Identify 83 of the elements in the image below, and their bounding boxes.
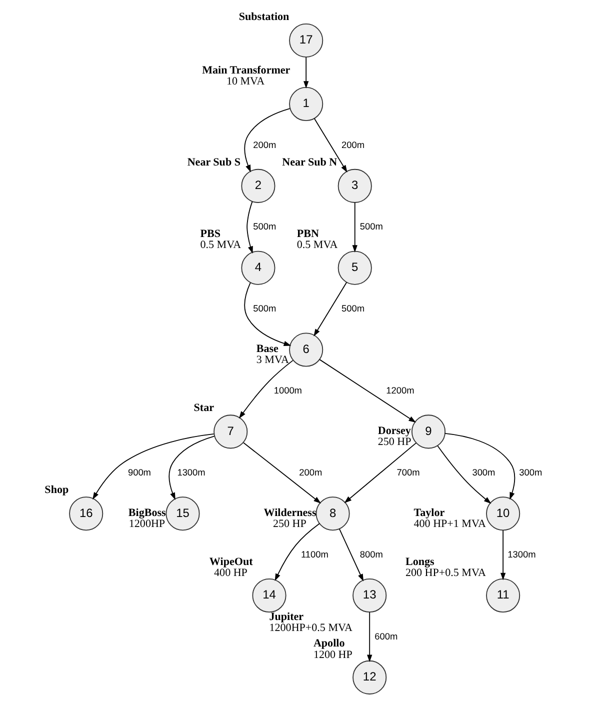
edge-label: 200m [253,140,276,150]
edge-label: 500m [360,222,383,232]
node-label: 0.5 MVA [200,239,242,252]
node-label: 400 HP [214,566,248,579]
node-label: Shop [44,484,69,496]
node-label: 1200HP+0.5 MVA [269,622,353,634]
edge-label: 1200m [386,386,414,396]
arrow [168,436,215,500]
edge-label: 200m [299,467,322,478]
edge-label: 500m [253,222,276,232]
arrow [338,528,364,582]
node-label: Near Sub N [282,156,338,168]
node-circle: 12 [352,660,387,694]
node-label: Taylor [414,507,445,520]
edge-label: 800m [360,549,383,560]
arrow [304,56,309,88]
edge-label: 500m [342,304,365,314]
node-label: BigBoss [128,507,166,520]
node-label: Substation [238,10,290,23]
edge-label: 1300m [177,467,206,478]
node-label: Jupiter [269,611,304,624]
node-circle: 15 [166,496,200,531]
arrow [437,445,492,504]
edge-label: 500m [253,304,276,314]
arrow [92,434,214,500]
node-circle: 1 [289,87,324,122]
node-circle: 8 [316,496,350,531]
arrow [344,442,416,504]
node-label: Dorsey [378,425,411,438]
node-circle: 4 [241,250,276,285]
node-label: PBS [200,228,220,240]
node-label: Near Sub S [187,156,240,168]
node-label: PBN [296,228,319,240]
node-label: 1200 HP [313,648,352,661]
node-label: Base [256,343,278,356]
arrow [314,118,348,173]
node-circle: 13 [352,578,387,613]
arrow [246,200,253,254]
edge-label: 600m [374,631,398,642]
edge-label: 1300m [508,549,536,560]
node-label: Apollo [313,638,345,650]
node-circle: 16 [69,496,104,531]
node-label: 400 HP+1 MVA [414,518,486,530]
arrow [367,612,372,662]
node-circle: 11 [486,578,520,613]
arrow [319,359,416,423]
arrow [274,523,320,582]
arrow [238,360,294,419]
edge-label: 300m [519,467,542,478]
arrow [444,432,516,500]
arrow [244,282,292,346]
node-label: 250 HP [272,518,306,530]
edge-label: 1000m [274,386,302,396]
node-label: Longs [405,556,434,568]
node-label: WipeOut [209,556,253,568]
node-circle: 10 [486,496,520,531]
node-circle: 9 [411,414,446,449]
arrow [500,530,506,580]
arrow [352,202,358,253]
edge-label: 900m [128,467,151,478]
node-label: 3 MVA [256,354,289,366]
node-label: Star [194,402,214,414]
edge-label: 200m [342,140,365,150]
node-circle: 3 [338,168,372,203]
node-circle: 2 [241,168,276,203]
edge-label: 700m [396,467,420,478]
arrow [314,282,348,336]
node-label: 10 MVA [226,75,265,88]
node-circle: 17 [289,23,324,58]
node-label: 250 HP [378,436,412,448]
arrow [244,108,290,172]
node-label: Main Transformer [202,64,290,76]
edge-label: 1100m [301,549,328,560]
node-label: 1200HP [128,518,166,530]
node-label: 0.5 MVA [296,239,338,252]
node-circle: 7 [214,414,248,449]
node-label: 200 HP+0.5 MVA [405,566,486,579]
arrow [243,442,322,504]
edge-label: 300m [472,467,496,478]
node-circle: 6 [289,332,324,367]
node-label: Wilderness [264,507,316,520]
node-circle: 5 [338,250,372,285]
node-circle: 14 [252,578,286,613]
